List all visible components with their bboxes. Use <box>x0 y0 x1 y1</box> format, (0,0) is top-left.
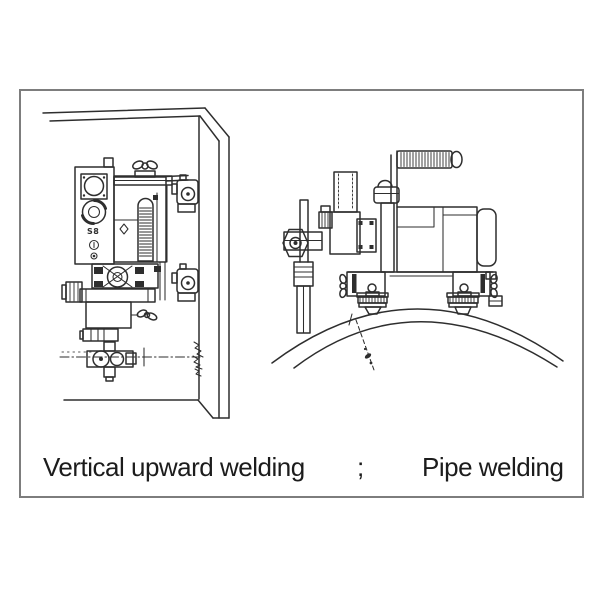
caption-vertical-upward-welding: Vertical upward welding <box>43 452 305 482</box>
figure-border-frame <box>19 89 584 498</box>
caption-pipe-welding: Pipe welding <box>422 452 564 482</box>
caption-separator: ; <box>357 452 364 482</box>
